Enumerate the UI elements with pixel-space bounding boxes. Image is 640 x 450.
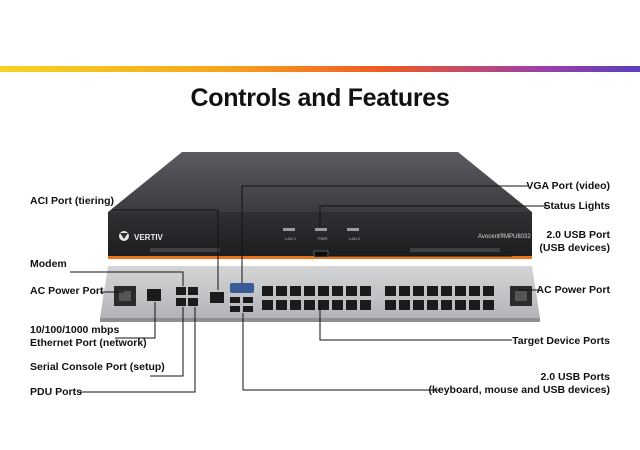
rj45-port bbox=[290, 286, 301, 296]
rj45-port bbox=[399, 286, 410, 296]
page-title: Controls and Features bbox=[190, 84, 450, 112]
rj45-port bbox=[483, 300, 494, 310]
rj45-port bbox=[385, 286, 396, 296]
callout-vga-port: VGA Port (video) bbox=[526, 180, 610, 192]
model-text: Avocent®MPU8032 bbox=[478, 233, 531, 240]
rj45-port bbox=[262, 300, 273, 310]
callout-pdu-ports: PDU Ports bbox=[30, 386, 82, 398]
rj45-port bbox=[290, 300, 301, 310]
callout-modem: Modem bbox=[30, 258, 67, 270]
ethernet-port bbox=[147, 289, 161, 301]
vertiv-logo bbox=[119, 231, 129, 241]
led-label-lan2: LAN 2 bbox=[349, 236, 361, 241]
rj45-port bbox=[455, 300, 466, 310]
callout-ethernet-line1: 10/100/1000 mbps bbox=[30, 324, 120, 336]
callout-usb-front-line1: 2.0 USB Port bbox=[546, 229, 610, 241]
rear-usb-ports bbox=[230, 297, 253, 312]
callout-ethernet-line2: Ethernet Port (network) bbox=[30, 337, 147, 349]
callout-usb-rear-line1: 2.0 USB Ports bbox=[540, 371, 610, 383]
led-label-lan1: LAN 1 bbox=[285, 236, 297, 241]
rj45-port bbox=[360, 300, 371, 310]
vga-port bbox=[230, 283, 254, 293]
rj45-port bbox=[346, 300, 357, 310]
front-usb-port bbox=[313, 250, 329, 258]
callout-usb-front-line2: (USB devices) bbox=[539, 242, 610, 254]
status-lights bbox=[283, 228, 359, 231]
rj45-port bbox=[262, 286, 273, 296]
brand-text: VERTIV bbox=[134, 233, 164, 242]
rj45-port bbox=[332, 300, 343, 310]
rj45-port bbox=[427, 286, 438, 296]
callout-usb-rear-line2: (keyboard, mouse and USB devices) bbox=[428, 384, 610, 396]
rj45-port bbox=[360, 286, 371, 296]
ac-power-port-right bbox=[510, 286, 532, 306]
rj45-port bbox=[483, 286, 494, 296]
rj45-port bbox=[385, 300, 396, 310]
rj45-port bbox=[276, 300, 287, 310]
ac-power-port-left bbox=[114, 286, 136, 306]
callout-ac-power-left: AC Power Port bbox=[30, 285, 104, 297]
rj45-port bbox=[346, 286, 357, 296]
callout-status-lights: Status Lights bbox=[543, 200, 610, 212]
led-label-pwr: PWR bbox=[318, 236, 327, 241]
rj45-port bbox=[304, 286, 315, 296]
rj45-port bbox=[455, 286, 466, 296]
rj45-port bbox=[304, 300, 315, 310]
callout-target-ports: Target Device Ports bbox=[512, 335, 610, 347]
callout-aci-port: ACI Port (tiering) bbox=[30, 195, 114, 207]
rj45-port bbox=[441, 300, 452, 310]
rj45-port bbox=[469, 286, 480, 296]
modem-port-group bbox=[176, 287, 198, 306]
rj45-port bbox=[441, 286, 452, 296]
rj45-port bbox=[318, 300, 329, 310]
rj45-port bbox=[399, 300, 410, 310]
rj45-port bbox=[413, 286, 424, 296]
leader-lines bbox=[70, 185, 547, 393]
rj45-port bbox=[318, 286, 329, 296]
callout-ac-power-right: AC Power Port bbox=[536, 284, 610, 296]
chassis-top bbox=[108, 152, 532, 212]
rj45-port bbox=[332, 286, 343, 296]
rj45-port bbox=[413, 300, 424, 310]
rj45-port bbox=[276, 286, 287, 296]
target-device-ports bbox=[262, 286, 494, 310]
gradient-bar bbox=[0, 66, 640, 72]
aci-port bbox=[210, 292, 224, 303]
rj45-port bbox=[427, 300, 438, 310]
callout-serial-console: Serial Console Port (setup) bbox=[30, 361, 165, 373]
rj45-port bbox=[469, 300, 480, 310]
